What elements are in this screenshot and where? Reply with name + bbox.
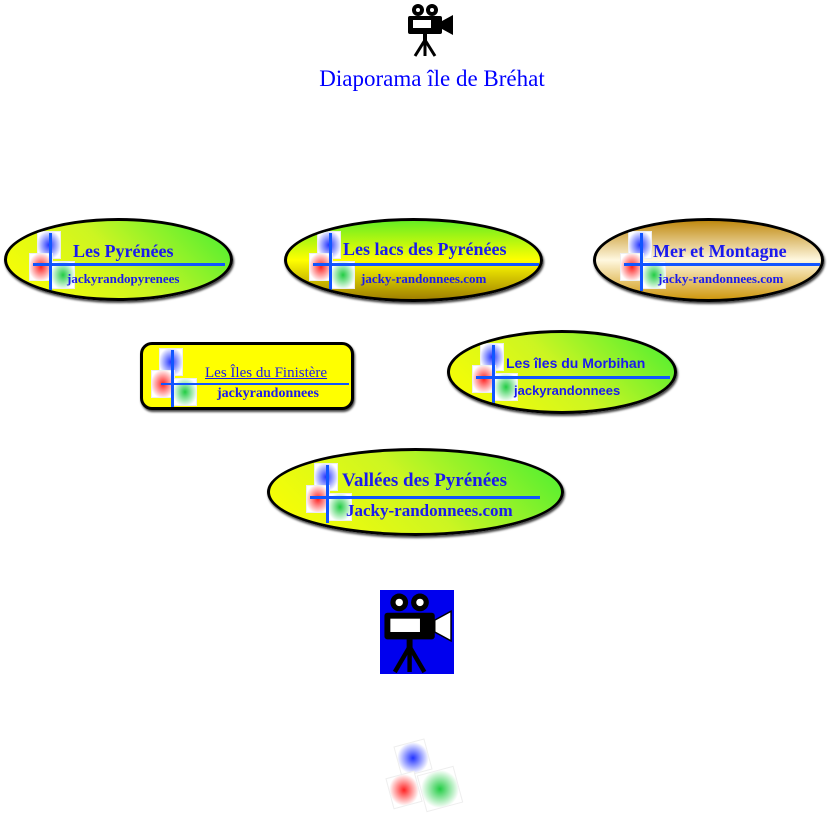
badge-subtitle: jacky-randonnees.com xyxy=(361,271,487,286)
badge-title: Mer et Montagne xyxy=(653,241,787,261)
badge-subtitle: jackyrandonnees xyxy=(217,386,319,401)
badge-title: Les lacs des Pyrénées xyxy=(343,239,507,259)
logo-tiles-icon xyxy=(309,231,359,293)
badge-vallees-pyrenees[interactable]: Vallées des Pyrénées Jacky-randonnees.co… xyxy=(267,448,564,536)
badge-iles-finistere[interactable]: Les Îles du Finistère jackyrandonnees xyxy=(140,342,354,410)
logo-tiles-icon xyxy=(472,343,522,405)
slideshow-link[interactable]: Diaporama île de Bréhat xyxy=(319,66,545,91)
badge-title: Les Îles du Finistère xyxy=(205,365,328,381)
badge-subtitle: Jacky-randonnees.com xyxy=(346,501,513,520)
badge-mer-et-montagne[interactable]: Mer et Montagne jacky-randonnees.com xyxy=(593,218,824,302)
logo-tiles-icon xyxy=(151,348,201,407)
logo-tiles-icon xyxy=(385,738,467,813)
badge-lacs-pyrenees[interactable]: Les lacs des Pyrénées jacky-randonnees.c… xyxy=(284,218,543,302)
badge-title: Vallées des Pyrénées xyxy=(342,470,507,491)
badge-title: Les Pyrénées xyxy=(73,241,174,261)
badge-title: Les îles du Morbihan xyxy=(506,355,646,371)
badge-subtitle: jackyrandonnees xyxy=(514,383,621,398)
video-camera-icon[interactable] xyxy=(380,590,454,674)
video-camera-icon[interactable] xyxy=(405,2,455,58)
badge-subtitle: jackyrandopyrenees xyxy=(67,271,180,286)
badge-les-pyrenees[interactable]: Les Pyrénées jackyrandopyrenees xyxy=(4,218,233,301)
badge-subtitle: jacky-randonnees.com xyxy=(658,271,784,286)
badge-iles-morbihan[interactable]: Les îles du Morbihan jackyrandonnees xyxy=(447,330,677,414)
